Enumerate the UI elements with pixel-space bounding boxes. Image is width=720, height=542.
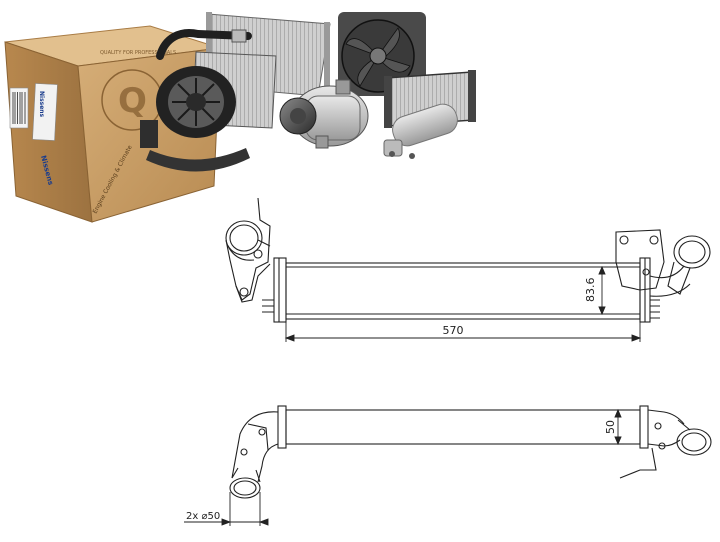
compressor-image	[279, 79, 369, 149]
quality-seal-letter: Q	[118, 81, 147, 121]
info-label	[32, 83, 58, 141]
intercooler-side-view	[184, 405, 712, 526]
product-photo: Nissens Nissens Q QUALITY FOR PROFESSION…	[4, 12, 476, 223]
receiver-drier-image	[383, 103, 458, 159]
right-pipe-side	[619, 409, 712, 479]
ac-hose-image	[156, 29, 252, 60]
right-outlet-pipe	[615, 229, 711, 319]
intercooler-top-view	[225, 197, 711, 342]
length-dimension-label: 570	[443, 324, 464, 337]
blower-motor-image	[140, 66, 250, 172]
left-pipe-side	[229, 411, 279, 499]
quality-seal-text: QUALITY FOR PROFESSIONALS	[100, 50, 176, 56]
depth-dimension	[612, 408, 624, 446]
pipe-diameter-label: 2x ⌀50	[186, 511, 220, 522]
intercooler-core-side	[285, 409, 641, 445]
height-dimension	[596, 265, 608, 316]
barcode-icon	[12, 92, 26, 124]
left-end-tank	[273, 257, 287, 323]
depth-dimension-label: 50	[604, 420, 617, 434]
pipe-diameter-dimension	[184, 492, 269, 526]
barcode-label	[9, 87, 29, 129]
left-inlet-pipe	[225, 197, 274, 313]
length-dimension	[284, 322, 642, 342]
right-end-tank-side	[639, 405, 649, 449]
radiator-fan-image	[338, 12, 426, 96]
height-dimension-label: 83.6	[584, 278, 597, 303]
box-brand-label: Nissens	[38, 91, 45, 118]
left-end-tank-side	[277, 405, 287, 449]
